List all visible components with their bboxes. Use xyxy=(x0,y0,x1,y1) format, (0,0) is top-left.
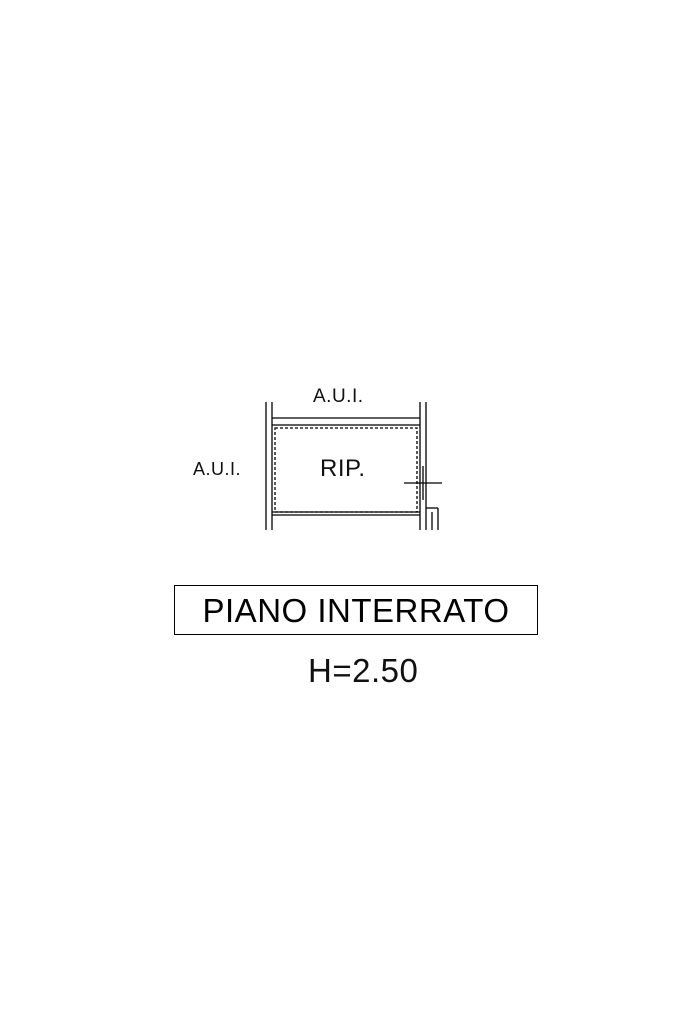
adjacent-unit-label-top: A.U.I. xyxy=(313,386,364,407)
floor-title-box: PIANO INTERRATO xyxy=(174,585,538,635)
ceiling-height-label: H=2.50 xyxy=(308,652,419,689)
adjacent-unit-label-left: A.U.I. xyxy=(193,459,242,479)
floor-title: PIANO INTERRATO xyxy=(202,592,510,629)
room-label: RIP. xyxy=(320,455,366,482)
